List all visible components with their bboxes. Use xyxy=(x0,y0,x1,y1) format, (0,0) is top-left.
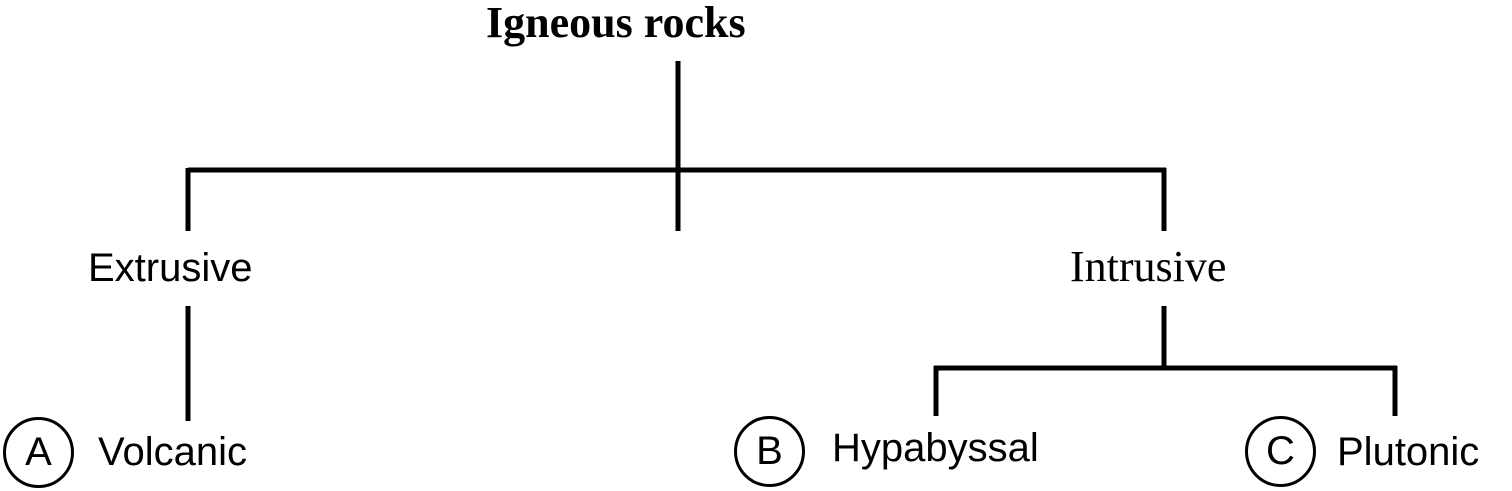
hypabyssal-label: Hypabyssal xyxy=(832,426,1039,470)
plutonic-label: Plutonic xyxy=(1337,430,1480,474)
marker-c-circle: C xyxy=(1245,416,1316,487)
volcanic-label: Volcanic xyxy=(98,430,247,474)
marker-a-circle: A xyxy=(3,417,74,488)
intrusive-label: Intrusive xyxy=(1070,242,1227,291)
marker-b-circle: B xyxy=(734,416,805,487)
extrusive-label: Extrusive xyxy=(88,246,253,290)
root-title: Igneous rocks xyxy=(486,0,746,47)
